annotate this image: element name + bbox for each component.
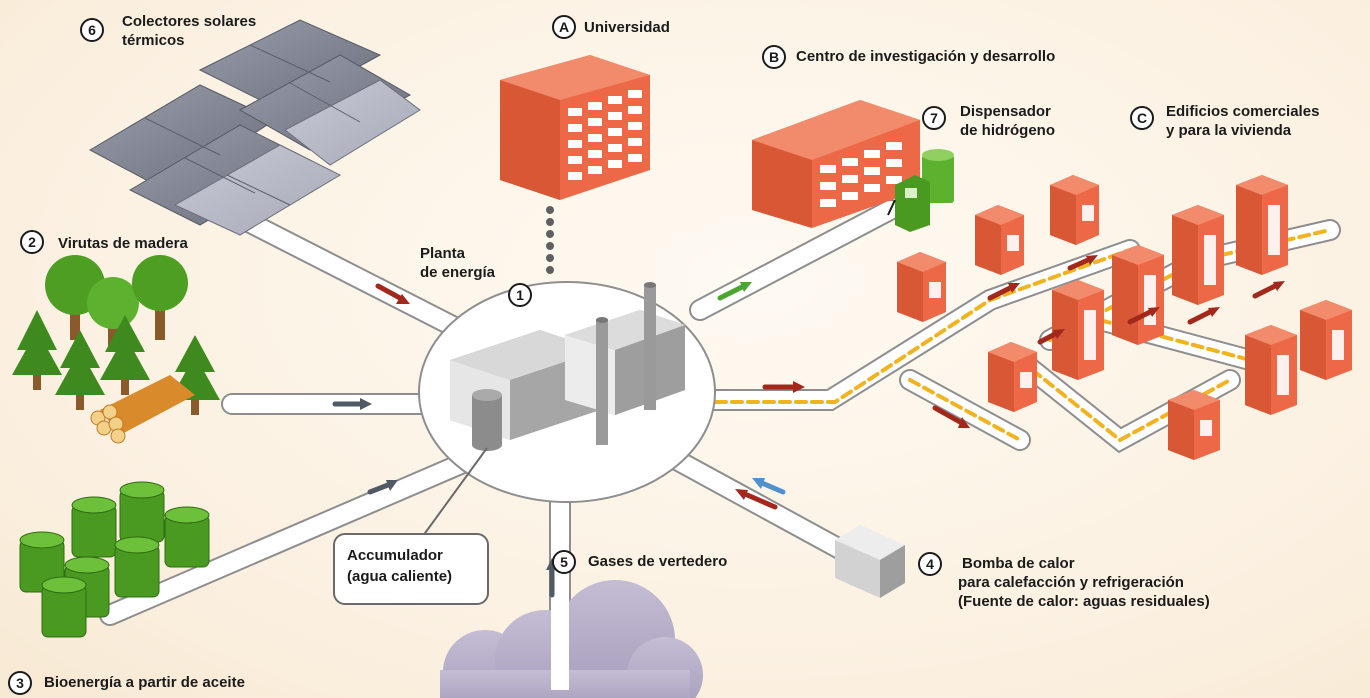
label-university: A Universidad [552, 15, 670, 39]
label-solar-collectors: 6 Colectores solares térmicos [80, 12, 256, 50]
label-solar-collectors-line2: térmicos [122, 32, 185, 49]
heat-pump-icon [835, 525, 905, 598]
label-university-text: Universidad [584, 19, 670, 36]
forest-icon [12, 255, 220, 444]
label-wood-chips: 2 Virutas de madera [20, 230, 188, 254]
label-power-plant-line1: Planta [420, 245, 466, 262]
label-heat-pump-line2: para calefacción y refrigeración [958, 574, 1184, 591]
landfill-gas-cloud-icon [440, 580, 703, 698]
badge-1: 1 [508, 283, 532, 307]
label-hydrogen-line1: Dispensador [960, 103, 1051, 120]
accumulator-callout: Accumulador (agua caliente) [333, 533, 489, 605]
label-oil-bioenergy-text: Bioenergía a partir de aceite [44, 674, 245, 691]
label-research-center-text: Centro de investigación y desarrollo [796, 48, 1056, 65]
badge-4: 4 [918, 552, 942, 576]
badge-2: 2 [20, 230, 44, 254]
badge-6: 6 [80, 18, 104, 42]
label-landfill-gas-text: Gases de vertedero [588, 553, 728, 570]
label-heat-pump-line3: (Fuente de calor: aguas residuales) [958, 593, 1210, 610]
label-oil-bioenergy: 3 Bioenergía a partir de aceite [8, 671, 245, 695]
badge-5: 5 [552, 550, 576, 574]
label-hydrogen-line2: de hidrógeno [960, 122, 1055, 139]
label-commercial-line2: y para la vivienda [1166, 122, 1292, 139]
accumulator-line2: (agua caliente) [347, 568, 453, 585]
badge-C: C [1130, 106, 1154, 130]
solar-collectors-icon [88, 19, 421, 236]
university-building-icon [500, 55, 650, 274]
residential-buildings-icon [897, 175, 1352, 460]
label-research-center: B Centro de investigación y desarrollo [762, 45, 1056, 69]
accumulator-line1: Accumulador [347, 547, 443, 564]
label-commercial-residential: C Edificios comerciales y para la vivien… [1130, 102, 1319, 140]
label-wood-chips-text: Virutas de madera [58, 235, 188, 252]
label-heat-pump: 4 Bomba de calor para calefacción y refr… [918, 552, 1210, 611]
badge-3: 3 [8, 671, 32, 695]
label-power-plant: Planta de energía 1 [420, 244, 532, 307]
hydrogen-dispenser-icon [887, 149, 954, 232]
badge-7: 7 [922, 106, 946, 130]
label-landfill-gas: 5 Gases de vertedero [552, 550, 728, 574]
badge-A: A [552, 15, 576, 39]
label-hydrogen-dispenser: 7 Dispensador de hidrógeno [922, 102, 1055, 140]
label-power-plant-line2: de energía [420, 264, 496, 281]
label-solar-collectors-line1: Colectores solares [122, 13, 257, 30]
oil-barrels-icon [19, 481, 210, 638]
power-plant-icon [419, 282, 685, 541]
flow-arrows [332, 255, 1285, 598]
research-center-building-icon [752, 100, 920, 228]
badge-B: B [762, 45, 786, 69]
label-commercial-line1: Edificios comerciales [1166, 103, 1320, 120]
label-heat-pump-line1: Bomba de calor [962, 555, 1075, 572]
